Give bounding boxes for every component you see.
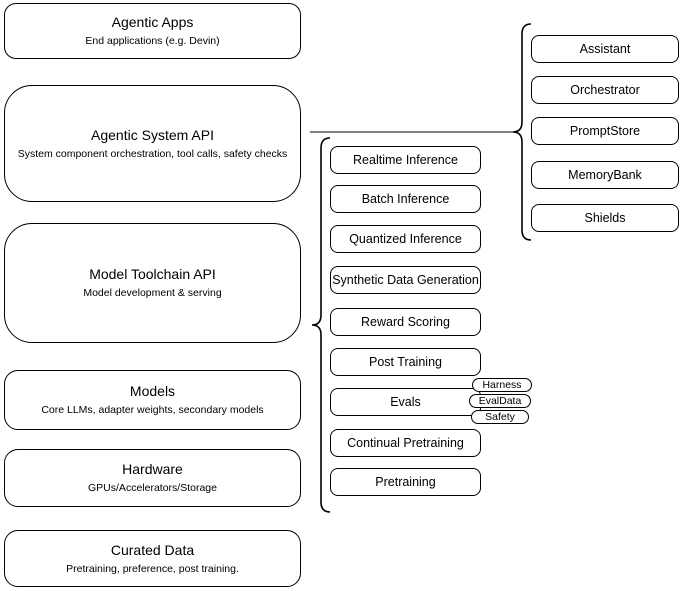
models-box: Models Core LLMs, adapter weights, secon… (4, 370, 301, 430)
component-promptstore: PromptStore (531, 117, 679, 145)
node-label: Batch Inference (361, 192, 450, 206)
curated-data-box: Curated Data Pretraining, preference, po… (4, 530, 301, 587)
node-label: Continual Pretraining (347, 436, 464, 450)
node-label: Post Training (369, 355, 442, 369)
tag-label: EvalData (478, 395, 522, 407)
toolchain-item-pretraining: Pretraining (330, 468, 481, 496)
node-label: Realtime Inference (353, 153, 458, 167)
node-label: Orchestrator (570, 83, 640, 97)
node-label: Assistant (579, 42, 631, 56)
toolchain-item-continual-pretraining: Continual Pretraining (330, 429, 481, 457)
box-title: Curated Data (110, 541, 195, 558)
box-subtitle: Model development & serving (83, 287, 222, 299)
toolchain-group-brace (311, 137, 331, 513)
node-label: Pretraining (375, 475, 436, 489)
component-shields: Shields (531, 204, 679, 232)
component-memorybank: MemoryBank (531, 161, 679, 189)
node-label: Shields (584, 211, 626, 225)
component-assistant: Assistant (531, 35, 679, 63)
box-title: Models (129, 383, 176, 399)
toolchain-item-evals: Evals (330, 388, 481, 416)
node-label: PromptStore (569, 124, 641, 138)
tag-label: Safety (485, 411, 515, 423)
box-title: Agentic System API (91, 126, 214, 143)
box-subtitle: Core LLMs, adapter weights, secondary mo… (41, 404, 264, 416)
box-subtitle: Pretraining, preference, post training. (66, 562, 239, 575)
model-toolchain-api-box: Model Toolchain API Model development & … (4, 223, 301, 343)
toolchain-item-synthetic-data-generation: Synthetic Data Generation (330, 266, 481, 294)
box-subtitle: End applications (e.g. Devin) (85, 35, 220, 47)
toolchain-item-reward-scoring: Reward Scoring (330, 308, 481, 336)
node-label: Reward Scoring (361, 315, 450, 329)
hardware-box: Hardware GPUs/Accelerators/Storage (4, 449, 301, 507)
evals-tag-harness: Harness (472, 378, 532, 392)
box-subtitle: GPUs/Accelerators/Storage (88, 482, 217, 494)
node-label: MemoryBank (568, 168, 642, 182)
box-title: Model Toolchain API (89, 266, 216, 282)
box-title: Agentic Apps (111, 14, 194, 30)
toolchain-item-realtime-inference: Realtime Inference (330, 146, 481, 174)
node-label: Evals (390, 395, 421, 409)
box-title: Hardware (122, 461, 183, 477)
agentic-system-api-box: Agentic System API System component orch… (4, 85, 301, 202)
toolchain-item-quantized-inference: Quantized Inference (330, 225, 481, 253)
agentic-apps-box: Agentic Apps End applications (e.g. Devi… (4, 3, 301, 59)
tag-label: Harness (482, 379, 522, 391)
toolchain-item-batch-inference: Batch Inference (330, 185, 481, 213)
evals-tag-evaldata: EvalData (469, 394, 531, 408)
component-orchestrator: Orchestrator (531, 76, 679, 104)
node-label: Synthetic Data Generation (332, 273, 479, 287)
components-group-brace (512, 23, 532, 241)
evals-tag-safety: Safety (471, 410, 529, 424)
node-label: Quantized Inference (349, 232, 462, 246)
toolchain-item-post-training: Post Training (330, 348, 481, 376)
box-subtitle: System component orchestration, tool cal… (17, 147, 288, 160)
